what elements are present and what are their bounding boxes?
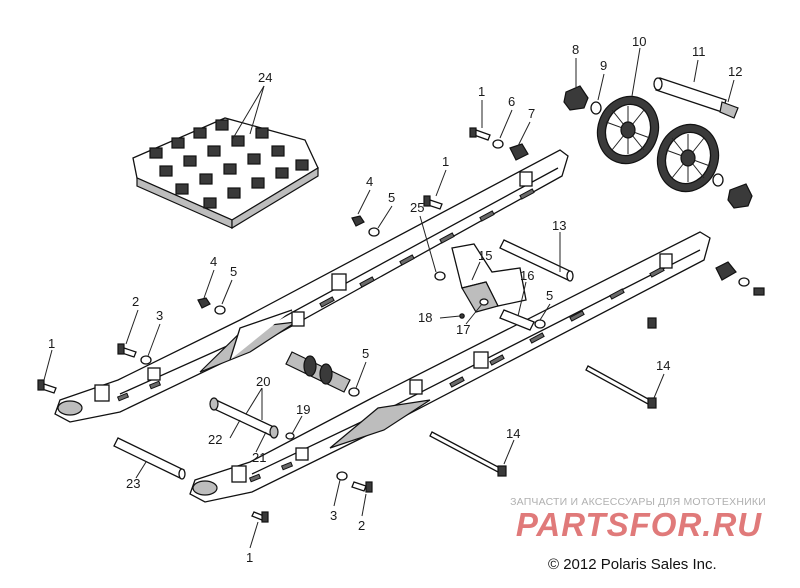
callout-1c: 1 <box>48 336 55 351</box>
callout-1d: 1 <box>246 550 253 565</box>
spring-shaft <box>285 351 351 393</box>
bolt-2a <box>117 343 137 358</box>
callout-12: 12 <box>728 64 742 79</box>
washer-9b <box>712 173 724 187</box>
bolt-1c <box>37 379 57 394</box>
idler-wheel-lower <box>656 123 720 193</box>
callout-3b: 3 <box>330 508 337 523</box>
callout-13: 13 <box>552 218 566 233</box>
rail-right <box>189 231 711 503</box>
callout-10: 10 <box>632 34 646 49</box>
nut-4a <box>351 215 365 227</box>
bolt-1e <box>647 317 657 329</box>
callout-7: 7 <box>528 106 535 121</box>
callout-5a: 5 <box>388 190 395 205</box>
long-bolt-14b <box>429 431 507 477</box>
bolt-1a <box>469 127 491 141</box>
callout-15: 15 <box>478 248 492 263</box>
washer-19 <box>285 432 295 440</box>
callout-2a: 2 <box>132 294 139 309</box>
washer-9 <box>590 101 602 115</box>
callout-20: 20 <box>256 374 270 389</box>
track <box>132 117 319 230</box>
axle-11 <box>653 77 739 119</box>
callout-8: 8 <box>572 42 579 57</box>
callout-5b: 5 <box>230 264 237 279</box>
washer-3b <box>336 471 348 481</box>
bolt-7b <box>753 287 765 296</box>
callout-23: 23 <box>126 476 140 491</box>
nut-4b <box>197 297 211 309</box>
shock-axle-20 <box>209 397 279 439</box>
callout-24: 24 <box>258 70 272 85</box>
slide-pad-7 <box>509 143 529 161</box>
callout-21: 21 <box>252 450 266 465</box>
copyright-text: © 2012 Polaris Sales Inc. <box>548 556 717 573</box>
bolt-1d <box>251 511 269 523</box>
callout-5c: 5 <box>546 288 553 303</box>
callout-17: 17 <box>456 322 470 337</box>
callout-6: 6 <box>508 94 515 109</box>
callout-4b: 4 <box>210 254 217 269</box>
shaft-16 <box>499 309 535 331</box>
washer-5a <box>368 227 380 237</box>
washer-5d <box>434 271 446 281</box>
callout-14b: 14 <box>506 426 520 441</box>
watermark-logo-text: PARTSFOR.RU <box>516 506 762 543</box>
washer-17 <box>479 298 489 306</box>
callout-1b: 1 <box>442 154 449 169</box>
slide-pad-7b <box>715 261 737 281</box>
callout-labels: 24 8 10 11 9 12 1 6 7 1 4 5 25 13 15 16 … <box>48 34 742 565</box>
callout-1a: 1 <box>478 84 485 99</box>
watermark-logo: PARTSFOR.RU <box>516 506 762 543</box>
callout-16: 16 <box>520 268 534 283</box>
long-bolt-14a <box>585 365 657 409</box>
washer-5b <box>214 305 226 315</box>
washer-7b <box>738 277 750 287</box>
callout-5d: 5 <box>362 346 369 361</box>
bolt-18 <box>459 313 465 319</box>
cross-shaft-13 <box>499 239 574 282</box>
shaft-23 <box>113 437 186 480</box>
washer-6 <box>492 139 504 149</box>
hub-cap-lower <box>727 183 753 209</box>
bolt-1b <box>423 195 443 210</box>
washer-3a <box>140 355 152 365</box>
watermark-tagline: ЗАПЧАСТИ И АКСЕССУАРЫ ДЛЯ МОТОТЕХНИКИ <box>510 496 766 508</box>
leader-lines <box>43 47 735 549</box>
callout-22: 22 <box>208 432 222 447</box>
bolt-2b <box>351 481 373 493</box>
washer-5c <box>534 319 546 329</box>
callout-2b: 2 <box>358 518 365 533</box>
callout-18: 18 <box>418 310 432 325</box>
callout-4a: 4 <box>366 174 373 189</box>
callout-3a: 3 <box>156 308 163 323</box>
callout-19: 19 <box>296 402 310 417</box>
center-bracket-15 <box>451 243 527 313</box>
callout-11: 11 <box>692 44 706 59</box>
callout-25: 25 <box>410 200 424 215</box>
idler-wheel-upper <box>596 95 660 165</box>
hub-cap-upper <box>563 85 589 111</box>
washer-5e <box>348 387 360 397</box>
rail-left <box>54 149 569 423</box>
callout-14a: 14 <box>656 358 670 373</box>
callout-9: 9 <box>600 58 607 73</box>
